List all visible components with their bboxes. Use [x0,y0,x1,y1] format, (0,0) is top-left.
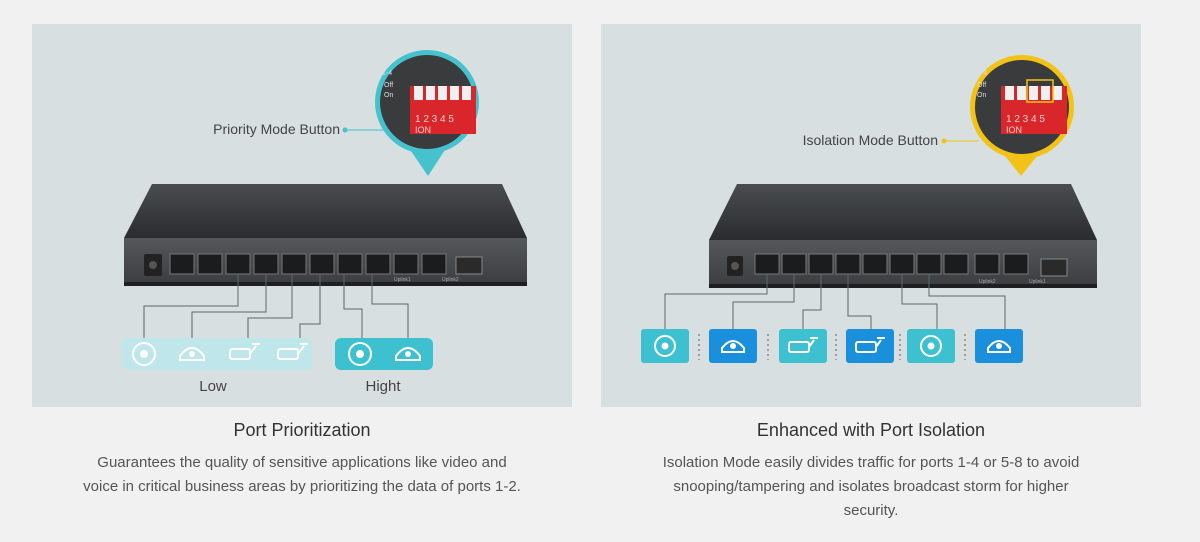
dip-on-text: ION [1006,125,1022,135]
dip-label-on: On [977,92,986,99]
high-group-label: Hight [365,378,401,395]
dip-switch-toggles [1005,86,1062,100]
low-priority-group [122,338,312,370]
sfp-port [455,256,483,275]
dome-camera-icon [132,342,156,366]
dome-camera-icon [920,335,942,357]
dip-label-off: Off [977,82,986,89]
isolation-mode-button-label: Isolation Mode Button [803,132,938,148]
dome-camera-icon [654,335,676,357]
dip-label-on: On [384,92,393,99]
bullet-camera-icon [855,337,885,353]
connection-lines [664,274,1006,329]
port-isolation-caption: Enhanced with Port Isolation Isolation M… [601,420,1141,523]
uplink1-label: Uplink1 [394,277,411,283]
dome-camera-icon [348,342,372,366]
high-priority-group [335,338,433,370]
dome-camera-icon [987,340,1011,353]
port-prioritization-title: Port Prioritization [233,420,371,440]
ethernet-ports [169,253,447,275]
uplink2-label: Uplink2 [979,279,996,285]
network-switch: Uplink1 Uplink2 [124,184,527,286]
magnifier-callout: 1-4 Off On 1 2 3 4 5 ION [970,55,1074,176]
connection-lines [143,274,409,342]
port-isolation-title: Enhanced with Port Isolation [756,420,986,440]
dome-camera-icon [395,347,421,361]
bullet-camera-icon [229,343,260,360]
port-prioritization-panel: 1-4 Off On 1 2 3 4 5 ION Priority Mode B… [32,24,572,407]
dip-on-text: ION [415,125,431,135]
dip-switch-toggles [414,86,471,100]
dip-numbers: 1 2 3 4 5 [415,114,454,125]
camera-tile [779,329,827,363]
port-prioritization-description: Guarantees the quality of sensitive appl… [83,454,521,495]
dip-numbers: 1 2 3 4 5 [1006,114,1045,125]
dome-camera-icon [179,347,205,361]
port-isolation-panel: 1-4 Off On 1 2 3 4 5 ION Isolation Mode … [601,24,1141,407]
port-isolation-description: Isolation Mode easily divides traffic fo… [662,454,1080,519]
isolation-switch-highlight [1026,79,1054,103]
uplink2-label: Uplink2 [442,277,459,283]
bullet-camera-icon [788,337,818,353]
port-prioritization-illustration: 1-4 Off On 1 2 3 4 5 ION Priority Mode B… [122,50,527,395]
bullet-camera-icon [277,343,308,360]
port-isolation-illustration: 1-4 Off On 1 2 3 4 5 ION Isolation Mode … [641,55,1097,363]
port-prioritization-caption: Port Prioritization Guarantees the quali… [32,420,572,499]
uplink1-label: Uplink1 [1029,279,1046,285]
priority-mode-button-label: Priority Mode Button [213,121,340,137]
dip-label-1-4: 1-4 [382,70,392,77]
sfp-port [1040,258,1068,277]
camera-tile [846,329,894,363]
isolation-separators [698,334,966,360]
ethernet-ports [754,253,1029,275]
dip-label-1-4: 1-4 [977,70,987,77]
dip-label-off: Off [384,82,393,89]
low-group-label: Low [199,378,227,395]
network-switch: Uplink2 Uplink1 [709,184,1097,288]
dome-camera-icon [721,340,745,353]
magnifier-callout: 1-4 Off On 1 2 3 4 5 ION [375,50,479,176]
